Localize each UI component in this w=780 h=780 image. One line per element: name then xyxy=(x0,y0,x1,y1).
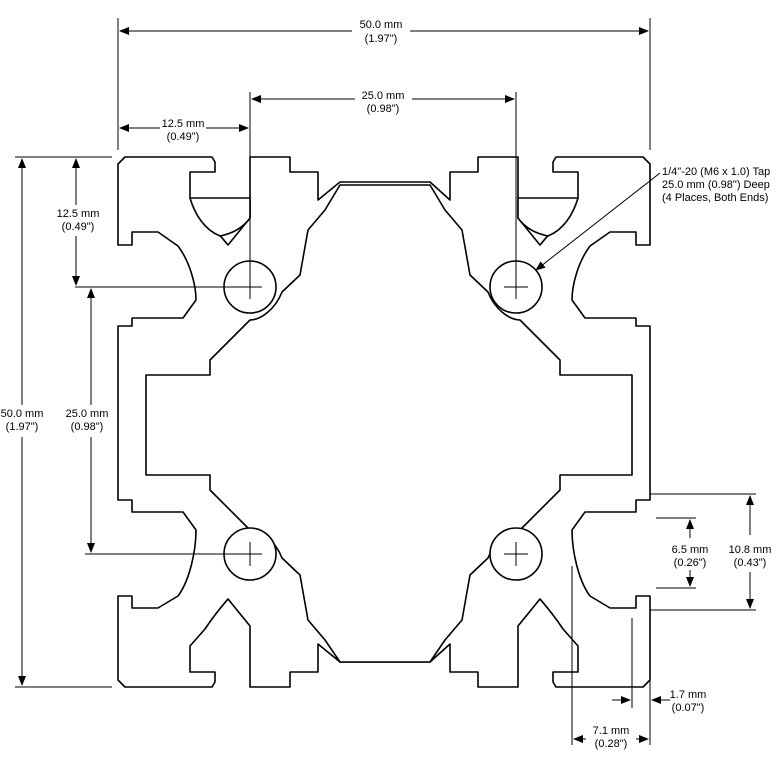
dim-slot-depth-mm: 7.1 mm xyxy=(593,725,630,737)
dim-left-half-in: (0.49") xyxy=(62,221,95,233)
dim-top-half-in: (0.49") xyxy=(167,131,200,143)
tap-callout-line1: 1/4"-20 (M6 x 1.0) Tap xyxy=(662,166,770,178)
extrusion-profile xyxy=(117,156,651,688)
dim-slot-opening-in: (0.26") xyxy=(674,557,707,569)
dim-wall-in: (0.07") xyxy=(672,702,705,714)
dim-slot-width-mm: 10.8 mm xyxy=(729,544,772,556)
dim-left-height-in: (1.97") xyxy=(6,421,39,433)
dim-top-center-in: (0.98") xyxy=(367,103,400,115)
dim-left-half-mm: 12.5 mm xyxy=(57,208,100,220)
slot-arc-top-right xyxy=(517,197,579,237)
dim-top-half-mm: 12.5 mm xyxy=(162,118,205,130)
hole-crosshairs xyxy=(238,275,528,566)
dim-wall-mm: 1.7 mm xyxy=(670,689,707,701)
dimension-labels: 50.0 mm (1.97") 25.0 mm (0.98") 12.5 mm … xyxy=(1,19,772,750)
dim-top-width-mm: 50.0 mm xyxy=(360,19,403,31)
dim-left-center-in: (0.98") xyxy=(71,421,104,433)
dim-top-width-in: (1.97") xyxy=(365,33,398,45)
dim-slot-opening-mm: 6.5 mm xyxy=(672,544,709,556)
slot-arc-top-left xyxy=(189,197,251,237)
dim-left-center-mm: 25.0 mm xyxy=(66,408,109,420)
dim-slot-depth-in: (0.28") xyxy=(595,738,628,750)
tap-callout-line2: 25.0 mm (0.98") Deep xyxy=(662,179,770,191)
dim-top-center-mm: 25.0 mm xyxy=(362,90,405,102)
tap-callout-line3: (4 Places, Both Ends) xyxy=(662,192,768,204)
dim-left-height-mm: 50.0 mm xyxy=(1,408,44,420)
dim-slot-width-in: (0.43") xyxy=(734,557,767,569)
dimension-lines xyxy=(15,18,756,745)
center-cavity xyxy=(145,184,633,663)
